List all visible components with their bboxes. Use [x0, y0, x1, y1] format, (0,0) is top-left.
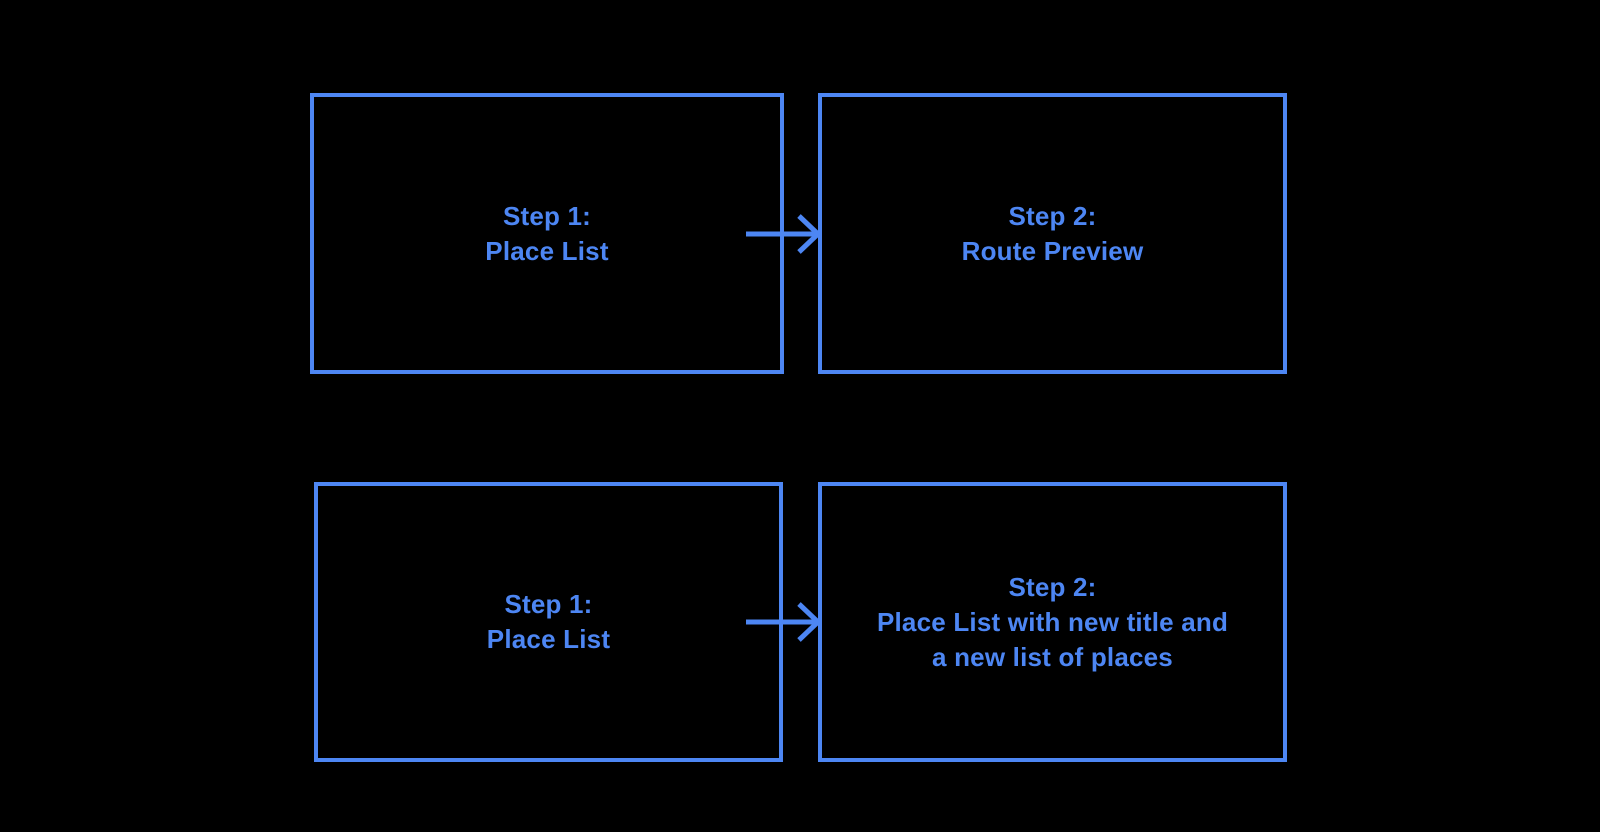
flow-box-step2-place-list-new-title: Step 2: Place List with new title and a … — [818, 482, 1287, 762]
box-title: Place List with new title and a new list… — [876, 606, 1229, 672]
step-label: Step 2: — [1008, 200, 1097, 231]
arrow-right-icon — [746, 214, 822, 254]
arrow-right-icon — [746, 602, 822, 642]
step-label: Step 1: — [502, 200, 592, 231]
flow-box-step1-place-list: Step 1: Place List — [310, 93, 784, 374]
step-label: Step 1: — [504, 589, 593, 619]
box-title: Route Preview — [961, 235, 1144, 266]
box-title: Place List — [485, 235, 609, 266]
box-title: Place List — [486, 624, 611, 654]
flow-box-step2-route-preview: Step 2: Route Preview — [818, 93, 1287, 374]
flow-box-step1-place-list-2: Step 1: Place List — [314, 482, 783, 762]
step-label: Step 2: — [1008, 571, 1097, 602]
